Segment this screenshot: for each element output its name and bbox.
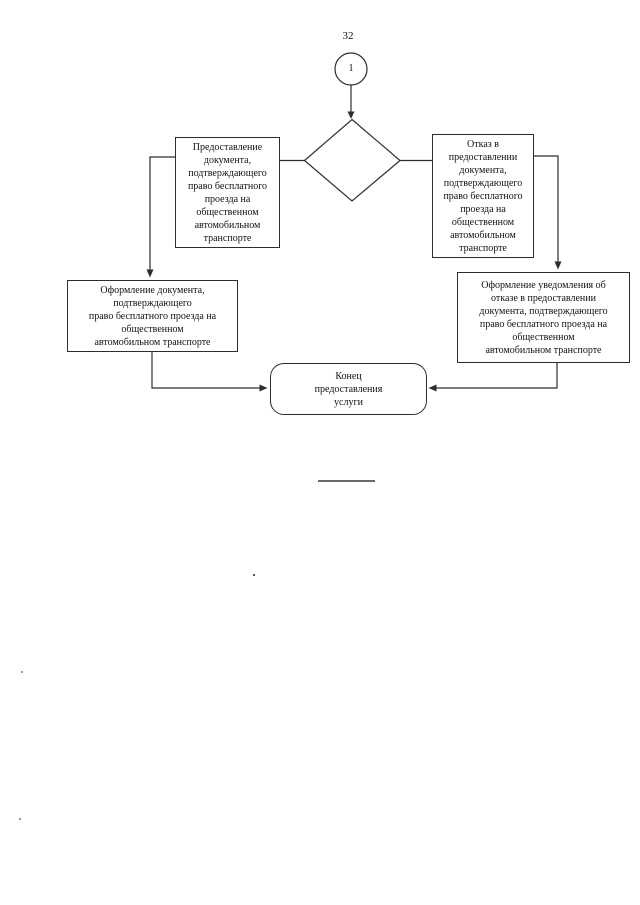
process-issue-refusal-notice: Оформление уведомления об отказе в предо… bbox=[457, 272, 630, 363]
process-issue-document: Оформление документа, подтверждающего пр… bbox=[67, 280, 238, 352]
arrow-down-into-decision-icon bbox=[347, 111, 355, 119]
arrow-left-into-end-icon bbox=[428, 384, 437, 392]
process-provide-document: Предоставление документа, подтверждающег… bbox=[175, 137, 280, 248]
offpage-connector-label: 1 bbox=[348, 63, 354, 74]
page-number: 32 bbox=[342, 30, 354, 42]
decision-diamond bbox=[303, 118, 401, 202]
refuse-to-notice-elbow bbox=[534, 155, 559, 262]
provide-to-issue-elbow bbox=[149, 156, 175, 270]
scan-speck bbox=[253, 574, 255, 576]
terminator-end-of-service: Конец предоставления услуги bbox=[270, 363, 427, 415]
arrow-down-into-issue-doc-icon bbox=[146, 269, 154, 278]
issue-doc-to-end-elbow bbox=[151, 352, 260, 389]
notice-to-end-elbow bbox=[436, 363, 558, 389]
arrow-right-into-end-icon bbox=[259, 384, 268, 392]
arrow-down-into-notice-icon bbox=[554, 261, 562, 270]
scan-speck bbox=[21, 671, 23, 673]
process-refuse-document: Отказ в предоставлении документа, подтве… bbox=[432, 134, 534, 258]
scan-speck bbox=[19, 818, 21, 820]
